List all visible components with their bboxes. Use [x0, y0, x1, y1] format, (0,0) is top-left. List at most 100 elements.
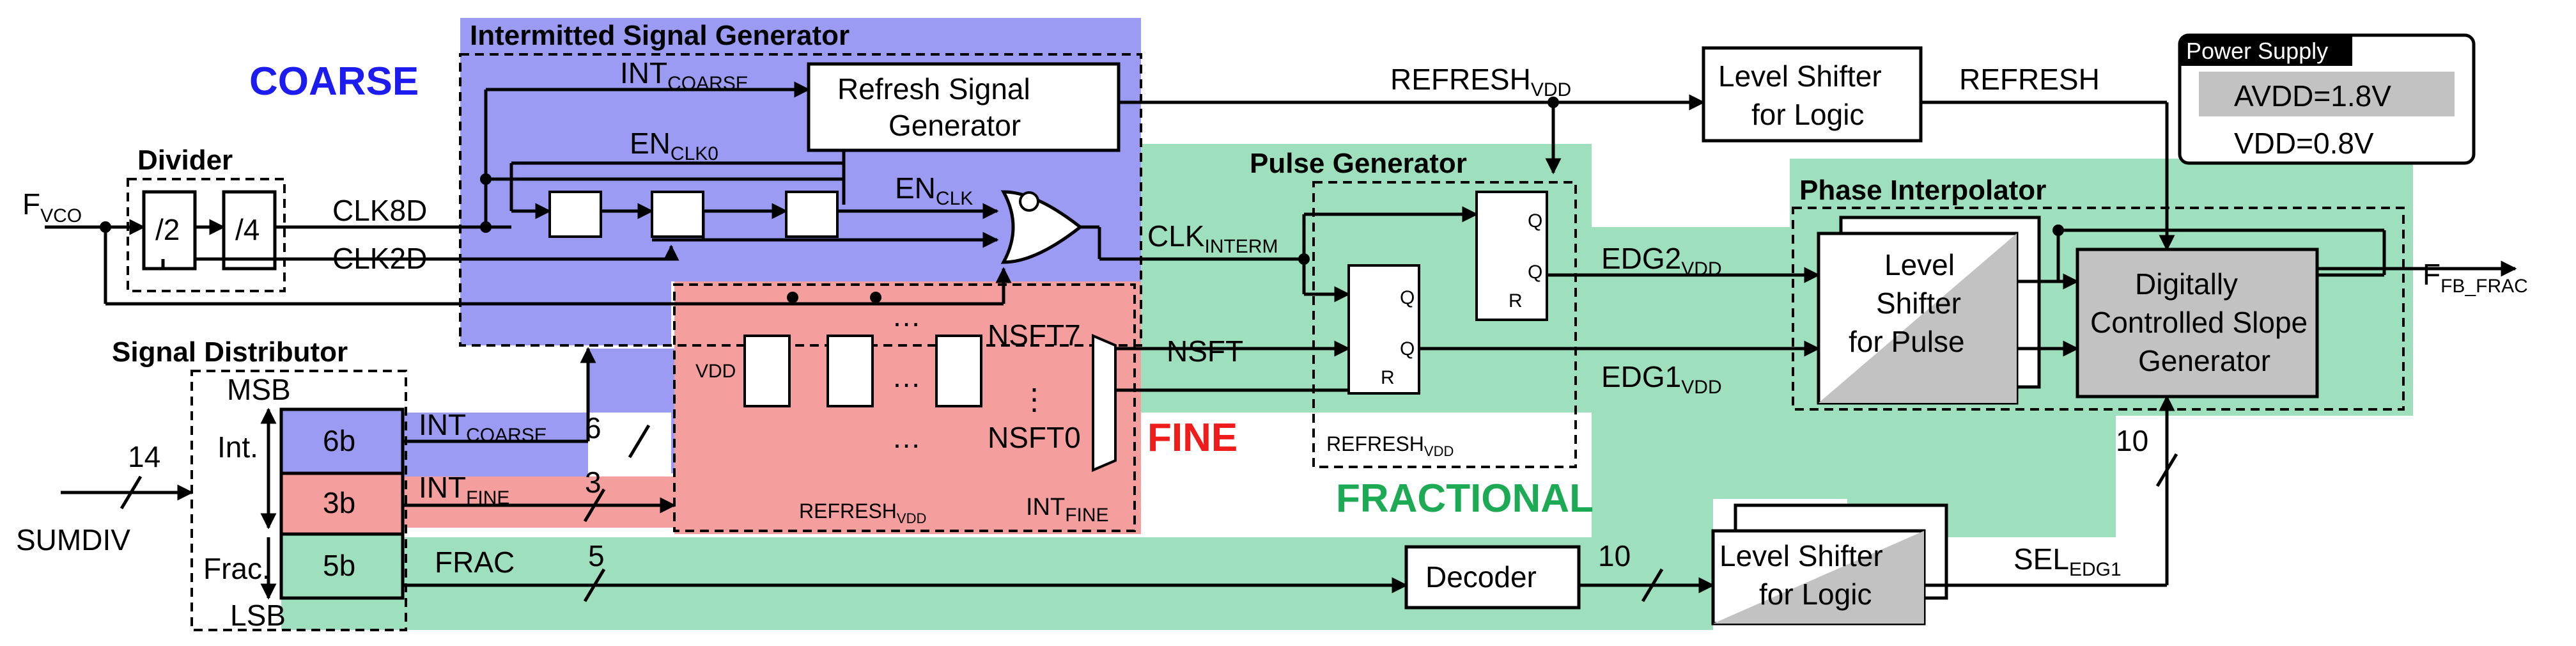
pulse-gen-outline — [1312, 181, 1577, 468]
avdd-value: AVDD=1.8V — [2234, 79, 2391, 113]
ls-pulse-line3: for Pulse — [1849, 325, 1965, 358]
int-fine-width: 3 — [585, 466, 601, 499]
nsft0-label: NSFT0 — [988, 421, 1081, 454]
isg-ff-2 — [651, 191, 704, 238]
sumdiv-label: SUMDIV — [16, 523, 130, 556]
bits-3b-label: 3b — [323, 486, 355, 519]
bits-6b-label: 6b — [323, 424, 355, 457]
vdd-value: VDD=0.8V — [2234, 127, 2374, 160]
clk2d-label: CLK2D — [332, 242, 427, 275]
distributor-outline — [190, 370, 407, 631]
pg-ff-2 — [1475, 191, 1548, 321]
int-fine-mux-label: INTFINE — [1026, 494, 1109, 526]
phase-interp-outline — [1792, 207, 2405, 411]
nsft7-label: NSFT7 — [988, 319, 1081, 352]
phase-interp-title: Phase Interpolator — [1799, 175, 2046, 206]
ffb-frac-label: FFB_FRAC — [2423, 258, 2528, 297]
bits-5b-box — [279, 532, 405, 600]
refresh-gen-line2: Generator — [888, 109, 1021, 142]
ls-logic-bot-line2: for Logic — [1759, 578, 1872, 611]
distributor-title: Signal Distributor — [112, 336, 348, 368]
fine-ff-2 — [826, 335, 874, 407]
fine-label: FINE — [1147, 416, 1238, 460]
pg-ff2-qbar: Q — [1528, 262, 1542, 283]
sel-edg1-width: 10 — [2116, 424, 2148, 457]
isg-ff-3 — [785, 191, 839, 238]
int-label: Int. — [217, 430, 258, 464]
edg1-label: EDG1VDD — [1601, 360, 1722, 398]
dcsg-line1: Digitally — [2135, 267, 2238, 301]
bits-3b-box — [279, 471, 405, 536]
decoder-label: Decoder — [1425, 560, 1537, 594]
frac-label: Frac. — [203, 552, 270, 585]
isg-outline — [459, 53, 1142, 347]
clk-interm-label: CLKINTERM — [1147, 219, 1278, 257]
wiring — [45, 81, 2517, 594]
refresh-vdd-top-label: REFRESHVDD — [1390, 63, 1571, 100]
fvco-label: FVCO — [22, 187, 82, 226]
ls-pulse-line2: Shifter — [1876, 287, 1961, 320]
power-supply-title: Power Supply — [2186, 38, 2328, 64]
fractional-label: FRACTIONAL — [1336, 477, 1594, 521]
fine-ff-1 — [743, 335, 791, 407]
coarse-label: COARSE — [249, 59, 419, 104]
frac-width: 5 — [588, 539, 605, 572]
clk8d-label: CLK8D — [332, 194, 427, 227]
ls-logic-bot-shade — [1713, 531, 1924, 624]
pulse-gen-title: Pulse Generator — [1250, 148, 1467, 179]
pg-ff2-r: R — [1509, 290, 1523, 311]
edg2-label: EDG2VDD — [1601, 242, 1722, 280]
msb-label: MSB — [227, 373, 291, 406]
sel-edg1-label: SELEDG1 — [2013, 542, 2122, 580]
int-coarse-top-label: INTCOARSE — [620, 56, 749, 94]
refresh-vdd-pg-label: REFRESHVDD — [1326, 432, 1454, 459]
isg-title: Intermitted Signal Generator — [470, 20, 850, 51]
ls-logic-top-line2: for Logic — [1751, 98, 1864, 131]
refresh-gen-box — [807, 62, 1121, 152]
bits-6b-box — [279, 407, 405, 475]
fine-region — [281, 281, 1141, 534]
avdd-highlight — [2199, 72, 2455, 116]
int-coarse-bus-label: INTCOARSE — [419, 408, 547, 446]
dcsg-line2: Controlled Slope — [2090, 306, 2308, 339]
vdd-input-label: VDD — [695, 361, 736, 382]
ellipsis-top: … — [892, 299, 921, 333]
pg-ff-1 — [1347, 264, 1420, 395]
nsft-label: NSFT — [1167, 335, 1243, 368]
div4-label: /4 — [235, 213, 260, 246]
refresh-gen-line1: Refresh Signal — [837, 72, 1030, 106]
divider-title: Divider — [137, 145, 233, 176]
isg-ff-1 — [548, 191, 602, 238]
bits-5b-label: 5b — [323, 549, 355, 582]
dcsg-line3: Generator — [2138, 344, 2270, 377]
decoder-box — [1404, 545, 1581, 610]
en-clk-label: ENCLK — [895, 171, 973, 209]
decoder-out-width: 10 — [1598, 539, 1631, 572]
ellipsis-bot: … — [892, 421, 921, 454]
ls-pulse-shade — [1819, 233, 2017, 403]
int-coarse-width: 6 — [585, 411, 601, 445]
en-clk0-label: ENCLK0 — [630, 127, 718, 164]
pg-ff1-r: R — [1381, 367, 1395, 388]
power-supply-legend: Power Supply AVDD=1.8V VDD=0.8V — [2178, 33, 2476, 165]
ls-pulse-line1: Level — [1884, 248, 1955, 281]
ls-logic-bot-line1: Level Shifter — [1719, 539, 1883, 572]
pg-ff1-q: Q — [1400, 287, 1415, 308]
vdots-label: ⋮ — [1020, 382, 1049, 416]
bus-width-marks: 14 6 3 5 10 10 — [120, 411, 2178, 603]
div2-label: /2 — [155, 213, 180, 246]
refresh-vdd-fine-label: REFRESHVDD — [799, 500, 926, 526]
fine-ff-3 — [935, 335, 982, 407]
lsb-label: LSB — [230, 599, 286, 632]
refresh-label: REFRESH — [1959, 63, 2100, 96]
sumdiv-width: 14 — [128, 440, 160, 473]
junctions — [100, 97, 2064, 303]
or-bubble — [1019, 191, 1039, 212]
ls-logic-top-line1: Level Shifter — [1718, 59, 1882, 93]
dcsg-box — [2076, 248, 2319, 398]
divider-outline — [127, 178, 286, 292]
ls-logic-top-box — [1702, 46, 1923, 143]
pg-ff1-qbar: Q — [1400, 338, 1415, 359]
pg-ff2-q: Q — [1528, 210, 1542, 232]
